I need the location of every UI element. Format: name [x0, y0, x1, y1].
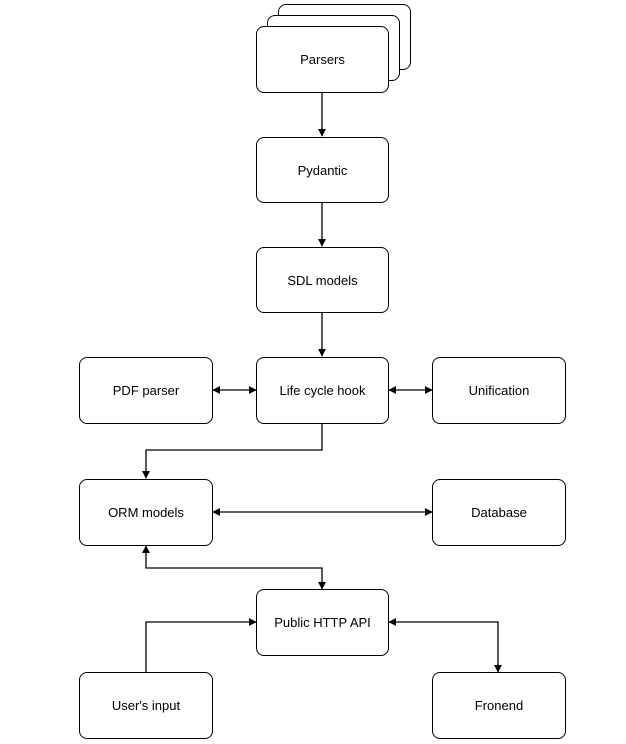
- node-sdl-models[interactable]: SDL models: [256, 247, 389, 313]
- node-unification-label: Unification: [468, 383, 530, 398]
- node-orm-models[interactable]: ORM models: [79, 479, 213, 546]
- node-fronend-label: Fronend: [474, 698, 524, 713]
- node-sdl-models-label: SDL models: [287, 272, 358, 288]
- node-users-input[interactable]: User's input: [79, 672, 213, 739]
- node-pdf-parser[interactable]: PDF parser: [79, 357, 213, 424]
- edge-orm-models-public-http-api: [142, 545, 326, 590]
- node-public-http-api[interactable]: Public HTTP API: [256, 589, 389, 656]
- node-life-cycle-hook[interactable]: Life cycle hook: [256, 357, 389, 424]
- edge-users-input-to-public-http-api: [145, 618, 257, 672]
- node-database-label: Database: [471, 505, 527, 520]
- node-fronend[interactable]: Fronend: [432, 672, 566, 739]
- node-users-input-label: User's input: [111, 698, 181, 713]
- node-pydantic-label: Pydantic: [297, 162, 348, 178]
- node-database[interactable]: Database: [432, 479, 566, 546]
- node-orm-models-label: ORM models: [108, 505, 184, 520]
- node-unification[interactable]: Unification: [432, 357, 566, 424]
- node-parsers-label: Parsers: [300, 52, 345, 67]
- node-public-http-api-label: Public HTTP API: [274, 615, 371, 630]
- node-parsers[interactable]: Parsers: [256, 26, 389, 93]
- edge-public-http-api-fronend: [388, 618, 502, 673]
- node-pydantic[interactable]: Pydantic: [256, 137, 389, 203]
- node-life-cycle-hook-label: Life cycle hook: [279, 383, 366, 398]
- edge-life-cycle-hook-to-orm-models: [142, 424, 323, 479]
- node-pdf-parser-label: PDF parser: [112, 383, 180, 398]
